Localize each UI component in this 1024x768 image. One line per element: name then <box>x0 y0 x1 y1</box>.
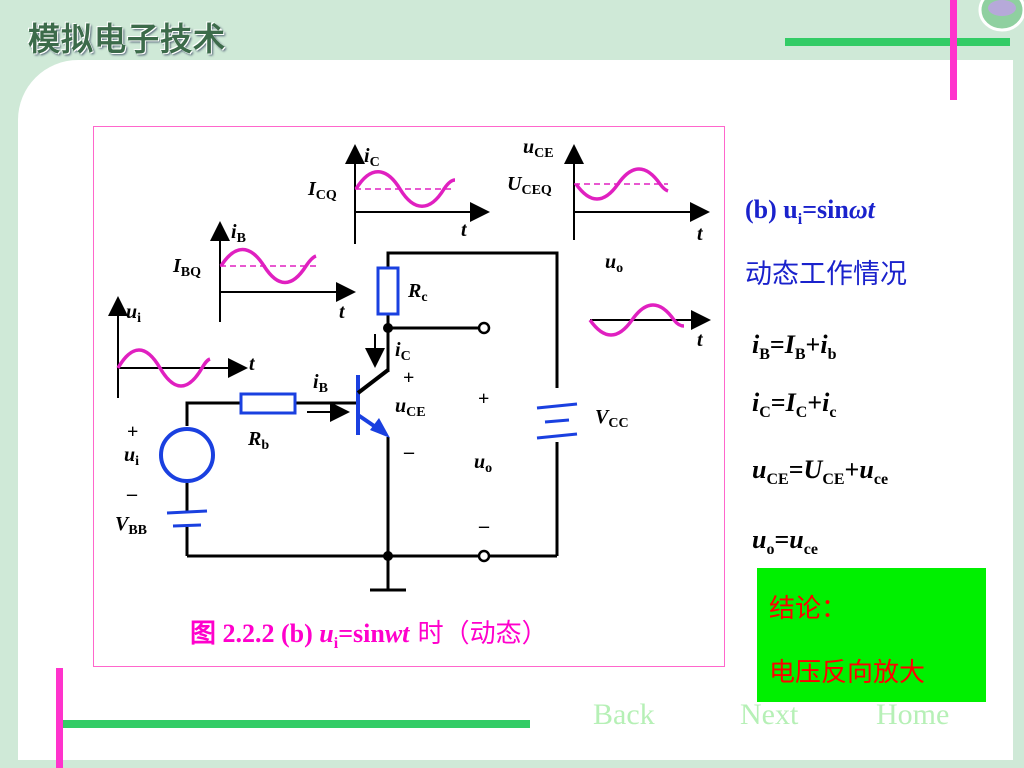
label-uo-circuit: uo <box>474 451 492 476</box>
label-minus-uce: – <box>403 441 415 463</box>
label-vbb: VBB <box>115 513 147 538</box>
output-terminal-top <box>477 321 491 335</box>
label-plus-ui: + <box>127 421 138 443</box>
label-uce-axis: uCE <box>523 136 554 161</box>
label-ic-circuit: iC <box>395 339 411 364</box>
label-uce-circuit: uCE <box>395 395 426 420</box>
label-ui-circuit: ui <box>124 444 139 469</box>
course-title: 模拟电子技术 <box>28 20 227 58</box>
ib-waveform <box>219 247 317 285</box>
label-uceq: UCEQ <box>507 173 552 198</box>
conclusion-title: 结论： <box>769 594 848 624</box>
nav-next-link[interactable]: Next <box>740 698 799 731</box>
decorative-pink-line-bottom <box>56 668 63 768</box>
battery-vcc <box>536 402 578 440</box>
label-ib-circuit: iB <box>313 371 328 396</box>
decorative-bar-bottom <box>60 720 530 728</box>
resistor-rc <box>376 266 400 316</box>
decorative-pink-line-top <box>950 0 957 100</box>
figure-caption: 图 2.2.2 (b) ui=sinwt 时（动态） <box>190 619 548 653</box>
label-t-ic: t <box>461 219 468 241</box>
circuit-figure-frame <box>93 126 725 667</box>
label-t-ib: t <box>339 301 346 323</box>
label-ibq: IBQ <box>172 255 201 280</box>
nav-back-link[interactable]: Back <box>593 698 655 731</box>
equation-uo: uo=uce <box>752 525 818 558</box>
panel-title: (b) ui=sinωt <box>745 195 875 229</box>
uce-waveform <box>574 167 669 201</box>
transistor <box>356 368 390 435</box>
label-uo-axis: uo <box>605 251 623 276</box>
nav-home-link[interactable]: Home <box>876 698 950 731</box>
label-ib: iB <box>231 221 246 246</box>
label-plus-uo: + <box>478 388 489 410</box>
conclusion-box: 结论： 电压反向放大 <box>757 568 986 702</box>
wire-source-to-rb <box>185 401 241 426</box>
label-t-uo: t <box>697 329 704 351</box>
battery-vbb <box>166 509 208 528</box>
equation-ic: iC=IC+ic <box>752 388 837 421</box>
panel-subtitle: 动态工作情况 <box>745 259 907 290</box>
decorative-bar-top <box>785 38 1010 46</box>
equation-uce: uCE=UCE+uce <box>752 455 889 488</box>
label-t-ui: t <box>249 353 256 375</box>
equation-ib: iB=IB+ib <box>752 330 837 363</box>
uo-waveform <box>588 303 685 337</box>
resistor-rb <box>239 392 297 415</box>
conclusion-body: 电压反向放大 <box>769 658 926 688</box>
label-icq: ICQ <box>307 178 337 203</box>
transistor-emitter-arrow <box>370 418 390 438</box>
label-rb: Rb <box>247 428 269 453</box>
label-ic: iC <box>364 145 380 170</box>
signal-source-ui <box>159 427 215 483</box>
ic-waveform <box>354 170 456 208</box>
label-ui-axis: ui <box>126 301 141 326</box>
output-terminal-bottom <box>477 549 491 563</box>
label-vcc: VCC <box>595 406 629 431</box>
node-collector <box>383 323 393 333</box>
label-rc: Rc <box>407 280 428 305</box>
label-t-uce: t <box>697 223 704 245</box>
label-minus-uo: – <box>478 515 490 537</box>
node-ground <box>383 551 393 561</box>
label-plus-uce: + <box>403 367 414 389</box>
corner-logo-icon <box>978 0 1024 32</box>
label-minus-ui: – <box>126 483 138 505</box>
ui-waveform <box>116 348 211 388</box>
